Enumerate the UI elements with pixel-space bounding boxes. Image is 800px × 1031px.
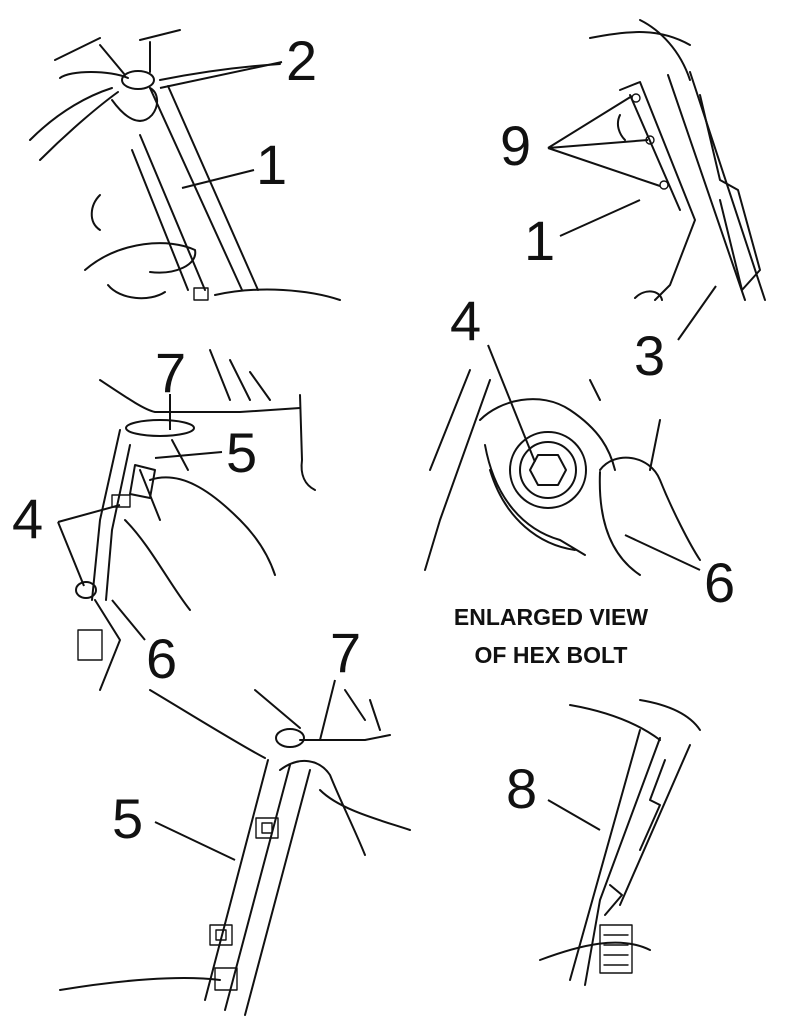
panel-a-pillar-trim: 1 2 bbox=[29, 29, 341, 301]
steering-wheel bbox=[84, 242, 197, 274]
callout-3: 3 bbox=[634, 324, 665, 387]
handle-clip bbox=[125, 419, 195, 437]
leader-7-b bbox=[319, 679, 336, 741]
dash-edge bbox=[214, 288, 341, 301]
callout-6: 6 bbox=[146, 627, 177, 690]
hand-outline bbox=[39, 91, 119, 161]
hand-outline-3 bbox=[279, 760, 366, 856]
headliner-line bbox=[99, 379, 301, 413]
pillar-body-edge bbox=[667, 74, 746, 301]
leader-1 bbox=[181, 169, 255, 189]
panel-remove-bolt: 7 5 4 6 bbox=[12, 341, 316, 691]
pillar-rear-edge bbox=[619, 744, 691, 906]
panel-bare-pillar: 8 bbox=[506, 699, 701, 986]
leader-2 bbox=[159, 61, 283, 89]
clip-lower bbox=[659, 180, 669, 190]
leader-1-b bbox=[559, 199, 641, 237]
dash-edge-4 bbox=[539, 941, 651, 961]
vent-icon-4 bbox=[599, 924, 633, 974]
clip-upper bbox=[631, 93, 641, 103]
callout-7-b: 7 bbox=[330, 621, 361, 684]
pillar-edge-left bbox=[91, 429, 121, 601]
hex-bolt-head bbox=[529, 454, 567, 486]
hex-bolt-lower bbox=[75, 581, 97, 599]
callout-7: 7 bbox=[155, 341, 186, 404]
leader-5 bbox=[154, 451, 223, 459]
vent-icon bbox=[193, 287, 209, 301]
bolt-cover-lower bbox=[209, 924, 233, 946]
callout-5: 5 bbox=[226, 421, 257, 484]
vent-icon-3 bbox=[214, 967, 238, 991]
leader-9 bbox=[547, 95, 661, 187]
weatherstrip bbox=[699, 94, 761, 291]
panel-pillar-trim-installed: 7 5 bbox=[59, 621, 411, 1016]
leader-5-b bbox=[154, 821, 236, 861]
caption-line-1: ENLARGED VIEW bbox=[454, 604, 649, 630]
dash-edge-3 bbox=[59, 977, 221, 991]
leader-6-b bbox=[624, 534, 701, 571]
hand-outline-2 bbox=[149, 476, 276, 576]
leader-6 bbox=[111, 599, 146, 641]
leader-4 bbox=[57, 504, 121, 587]
a-pillar-trim-front-edge bbox=[149, 87, 243, 291]
leader-8 bbox=[547, 799, 601, 831]
headliner-edge-3 bbox=[149, 689, 266, 759]
headliner-edge bbox=[59, 71, 129, 79]
a-pillar-trim-rear-edge bbox=[167, 85, 259, 291]
finger-outline bbox=[634, 290, 663, 301]
caption-line-2: OF HEX BOLT bbox=[475, 642, 628, 668]
leader-4-b bbox=[487, 344, 536, 463]
pillar-front-edge bbox=[569, 729, 641, 981]
callout-4-b: 4 bbox=[450, 289, 481, 352]
panel-curve bbox=[599, 456, 701, 561]
callout-8: 8 bbox=[506, 757, 537, 820]
panel-enlarged-hex-bolt: 4 6 bbox=[424, 289, 735, 614]
callout-5-b: 5 bbox=[112, 787, 143, 850]
sun-visor-clip-2 bbox=[275, 728, 305, 748]
hex-bolt-upper bbox=[111, 494, 131, 508]
boss-outer bbox=[479, 398, 616, 471]
pillar-trim-left-edge bbox=[204, 759, 269, 1001]
leader-3 bbox=[677, 285, 717, 341]
callout-4: 4 bbox=[12, 487, 43, 550]
bolt-cover-upper bbox=[255, 817, 279, 839]
callout-1-b: 1 bbox=[524, 209, 555, 272]
pillar-trim-right-edge bbox=[244, 769, 311, 1016]
vent-icon-2 bbox=[77, 629, 103, 661]
callout-1: 1 bbox=[256, 133, 287, 196]
panel-trim-clips: 9 1 3 bbox=[500, 19, 766, 387]
callout-6-b: 6 bbox=[704, 551, 735, 614]
wrench-tool bbox=[129, 464, 156, 499]
washer-outer bbox=[509, 431, 587, 509]
sun-visor-clip bbox=[121, 70, 155, 90]
trim-panel-outline bbox=[619, 81, 696, 301]
washer-inner bbox=[519, 441, 577, 499]
callout-9: 9 bbox=[500, 114, 531, 177]
callout-2: 2 bbox=[286, 29, 317, 92]
